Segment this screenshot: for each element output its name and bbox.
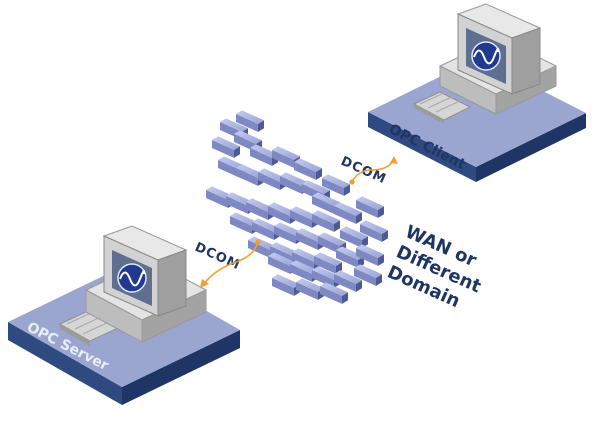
sine-logo-icon (471, 41, 501, 71)
lower-dcom-label: DCOM (192, 240, 242, 273)
firewall-brick (312, 210, 340, 232)
sine-logo-icon (117, 263, 147, 293)
firewall-brick (356, 244, 384, 266)
firewall-brick (272, 274, 300, 296)
firewall-brick (294, 158, 322, 180)
monitor-icon (456, 3, 542, 95)
server-station: OPC Server (8, 225, 240, 405)
firewall-brick (354, 264, 382, 286)
keyboard-icon (58, 310, 120, 346)
firewall-brick (296, 278, 324, 300)
firewall-icon (206, 110, 388, 304)
firewall-brick (340, 226, 368, 248)
firewall-brick (320, 282, 348, 304)
firewall-brick (212, 136, 240, 158)
keyboard-icon (412, 91, 472, 124)
server-platform-side-right (122, 330, 240, 405)
network-caption: WAN or Different Domain (384, 221, 484, 312)
arrow-icon (200, 239, 261, 288)
firewall-brick (334, 202, 362, 224)
firewall-brick (360, 220, 388, 242)
client-platform-side-right (476, 113, 586, 182)
firewall-brick (322, 174, 350, 196)
monitor-icon (102, 225, 188, 317)
firewall-brick (356, 196, 384, 218)
server-platform-side-left (8, 322, 122, 405)
client-platform-side-left (368, 112, 476, 182)
firewall-brick (334, 270, 362, 292)
upper-dcom-link: DCOM (338, 154, 398, 187)
firewall-brick (236, 110, 264, 132)
arrow-icon (349, 156, 398, 185)
client-station: OPC Client (368, 3, 586, 182)
